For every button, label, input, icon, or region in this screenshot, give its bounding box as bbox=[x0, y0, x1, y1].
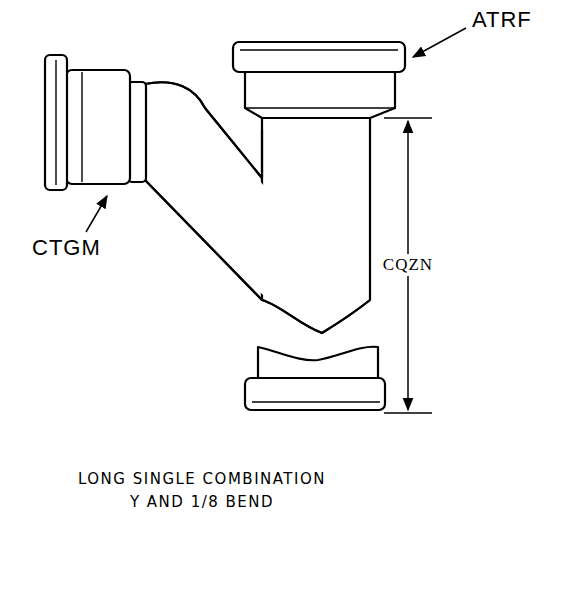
leader-line bbox=[86, 196, 107, 232]
part-label: CTGM bbox=[32, 236, 101, 260]
branch-hub bbox=[66, 70, 130, 184]
top-neck bbox=[245, 72, 395, 118]
caption: LONG SINGLE COMBINATION Y AND 1/8 BEND bbox=[75, 468, 330, 513]
branch-flange bbox=[45, 55, 67, 190]
top-hub bbox=[233, 42, 405, 72]
lower-spigot bbox=[258, 347, 378, 378]
part-label: ATRF bbox=[472, 8, 532, 32]
lower-hub bbox=[245, 378, 385, 410]
main-body bbox=[262, 118, 370, 333]
leader-line bbox=[413, 28, 466, 57]
dimension-label: CQZN bbox=[380, 254, 436, 277]
